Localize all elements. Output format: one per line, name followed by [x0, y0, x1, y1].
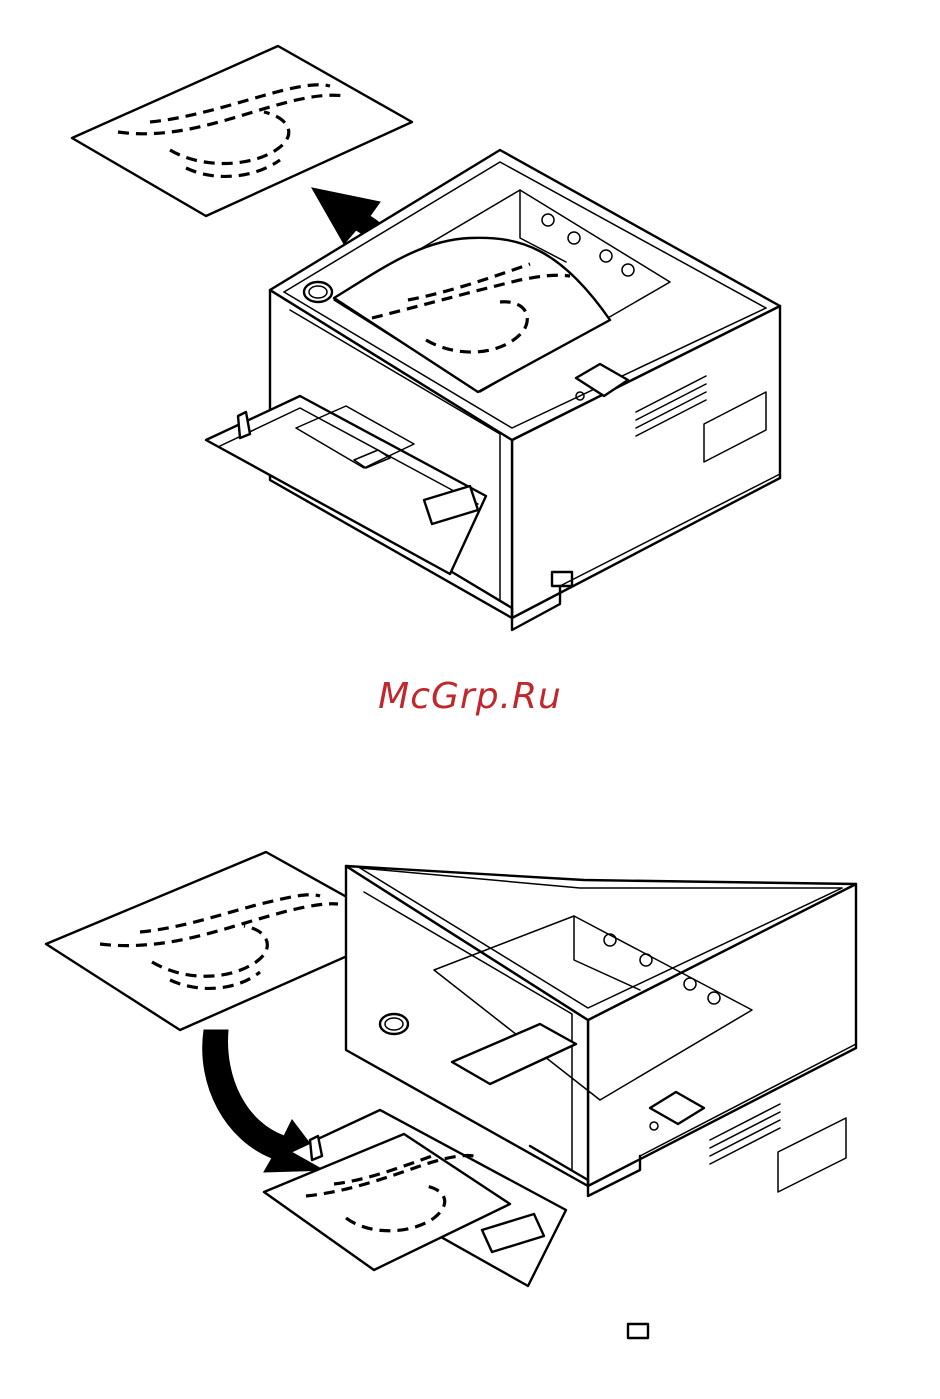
side-vent	[710, 1104, 846, 1192]
loose-paper-sheet	[72, 46, 412, 216]
figure-remove-printed-sheet	[0, 0, 940, 640]
printer-illustration-top	[0, 0, 940, 640]
figure-load-sheet-mp-tray	[0, 840, 940, 1399]
printer-illustration-bottom	[0, 840, 940, 1399]
watermark-logo: McGrp.Ru	[0, 676, 940, 717]
power-switch-icon	[628, 1324, 648, 1338]
